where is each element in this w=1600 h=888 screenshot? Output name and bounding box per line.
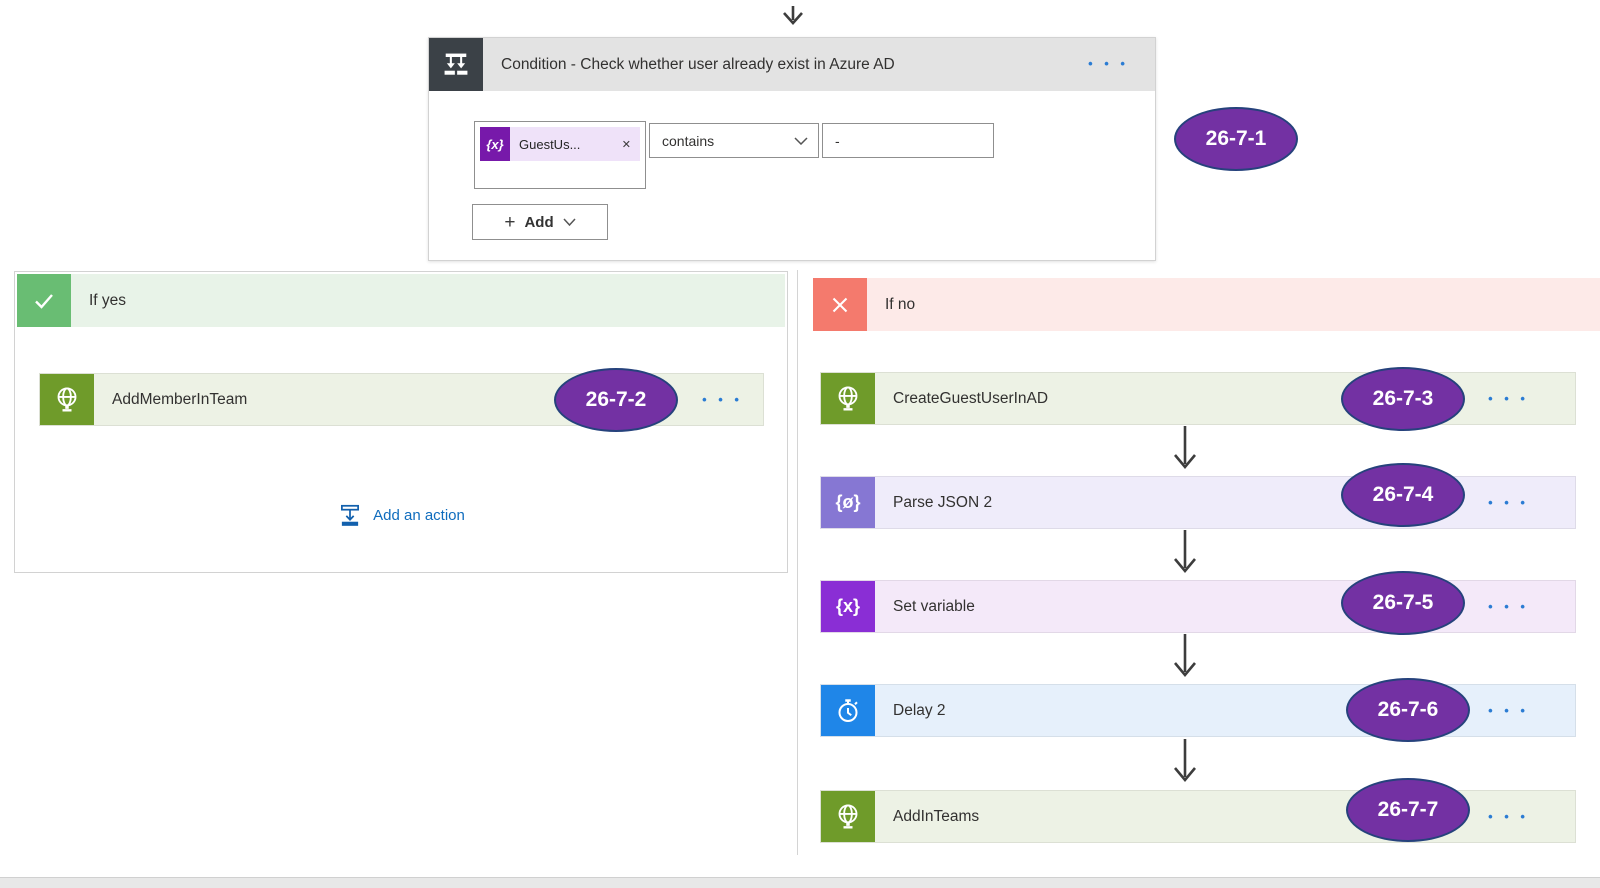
add-an-action-label: Add an action (373, 506, 465, 524)
condition-card[interactable]: Condition - Check whether user already e… (428, 37, 1156, 261)
action-label: Delay 2 (893, 701, 946, 719)
if-no-header[interactable]: If no (813, 278, 1600, 331)
annotation-badge-26-7-5: 26-7-5 (1341, 571, 1465, 635)
action-label: CreateGuestUserInAD (893, 389, 1049, 407)
chevron-down-icon (794, 136, 808, 145)
guest-user-variable-token[interactable]: {x} GuestUs... ✕ (480, 127, 640, 161)
action-label: Parse JSON 2 (893, 493, 993, 511)
if-yes-panel: If yes AddMemberInTeam • • • (14, 271, 788, 573)
variable-token-icon: {x} (480, 127, 510, 161)
chevron-down-icon (563, 218, 576, 226)
if-no-panel-border (797, 270, 798, 855)
condition-branch-icon (429, 38, 483, 91)
action-menu-button[interactable]: • • • (1488, 703, 1529, 718)
condition-value-text: - (835, 132, 840, 149)
token-label: GuestUs... (519, 136, 581, 152)
check-icon (17, 274, 71, 327)
connector-arrow (1174, 530, 1196, 574)
condition-header[interactable]: Condition - Check whether user already e… (429, 38, 1155, 91)
add-condition-button[interactable]: + Add (472, 204, 608, 240)
http-globe-icon (821, 791, 875, 842)
action-label: AddMemberInTeam (112, 390, 248, 408)
condition-operator-dropdown[interactable]: contains (649, 123, 819, 158)
add-an-action-button[interactable]: Add an action (15, 502, 787, 528)
parse-json-icon: {ø} (821, 477, 875, 528)
connector-arrow (1174, 739, 1196, 783)
condition-value-input[interactable]: - (822, 123, 994, 158)
action-menu-button[interactable]: • • • (1488, 391, 1529, 406)
annotation-badge-26-7-3: 26-7-3 (1341, 367, 1465, 431)
action-menu-button[interactable]: • • • (1488, 809, 1529, 824)
action-label: AddInTeams (893, 807, 980, 825)
condition-menu-button[interactable]: • • • (1088, 56, 1129, 71)
if-no-label: If no (885, 295, 916, 313)
condition-left-operand-box[interactable]: {x} GuestUs... ✕ (474, 121, 646, 189)
annotation-badge-26-7-2: 26-7-2 (554, 368, 678, 432)
connector-arrow (1174, 634, 1196, 678)
annotation-badge-26-7-7: 26-7-7 (1346, 778, 1470, 842)
http-globe-icon (40, 374, 94, 425)
close-x-icon (813, 278, 867, 331)
operator-value: contains (662, 132, 715, 149)
action-menu-button[interactable]: • • • (1488, 599, 1529, 614)
horizontal-scrollbar[interactable] (0, 877, 1600, 888)
action-label: Set variable (893, 597, 975, 615)
connector-arrow (1174, 426, 1196, 470)
condition-title: Condition - Check whether user already e… (501, 55, 895, 73)
annotation-badge-26-7-6: 26-7-6 (1346, 678, 1470, 742)
delay-stopwatch-icon (821, 685, 875, 736)
action-menu-button[interactable]: • • • (1488, 495, 1529, 510)
connector-arrow-into-condition (783, 6, 803, 25)
http-globe-icon (821, 373, 875, 424)
set-variable-icon: {x} (821, 581, 875, 632)
annotation-badge-26-7-1: 26-7-1 (1174, 107, 1298, 171)
if-yes-label: If yes (89, 291, 127, 309)
if-yes-header[interactable]: If yes (17, 274, 785, 327)
add-action-icon (341, 504, 360, 526)
token-close-icon[interactable]: ✕ (621, 138, 631, 151)
plus-icon: + (504, 211, 516, 233)
annotation-badge-26-7-4: 26-7-4 (1341, 463, 1465, 527)
add-button-label: Add (524, 213, 554, 231)
action-menu-button[interactable]: • • • (702, 392, 743, 407)
